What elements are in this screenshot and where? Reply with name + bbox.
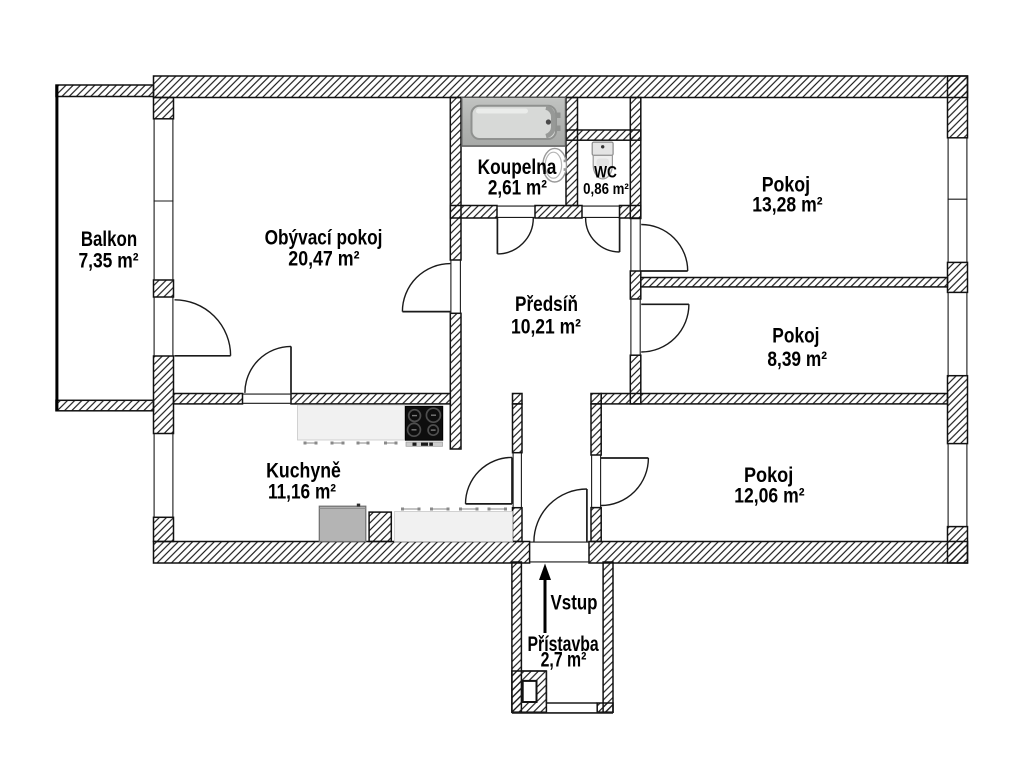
svg-text:Vstup: Vstup (551, 592, 598, 615)
svg-text:11,16 m²: 11,16 m² (268, 481, 336, 504)
svg-text:8,39 m²: 8,39 m² (767, 348, 827, 371)
svg-text:Pokoj: Pokoj (762, 174, 810, 197)
svg-text:7,35 m²: 7,35 m² (78, 250, 138, 273)
svg-text:0,86 m²: 0,86 m² (583, 181, 629, 198)
svg-text:2,61 m²: 2,61 m² (488, 176, 547, 199)
svg-text:Pokoj: Pokoj (772, 324, 819, 347)
svg-text:Pokoj: Pokoj (744, 464, 793, 487)
svg-text:Balkon: Balkon (81, 228, 137, 251)
svg-text:13,28 m²: 13,28 m² (752, 193, 822, 216)
svg-text:12,06 m²: 12,06 m² (734, 484, 804, 507)
svg-text:Přístavba: Přístavba (528, 633, 599, 656)
svg-text:10,21 m²: 10,21 m² (511, 315, 581, 338)
svg-text:2,7 m²: 2,7 m² (541, 649, 587, 672)
svg-text:Předsíň: Předsíň (515, 293, 578, 316)
svg-text:WC: WC (594, 164, 617, 182)
svg-text:20,47 m²: 20,47 m² (288, 248, 359, 271)
svg-text:Koupelna: Koupelna (478, 156, 557, 179)
svg-text:Obývací pokoj: Obývací pokoj (265, 227, 383, 250)
svg-text:Kuchyně: Kuchyně (266, 459, 341, 482)
